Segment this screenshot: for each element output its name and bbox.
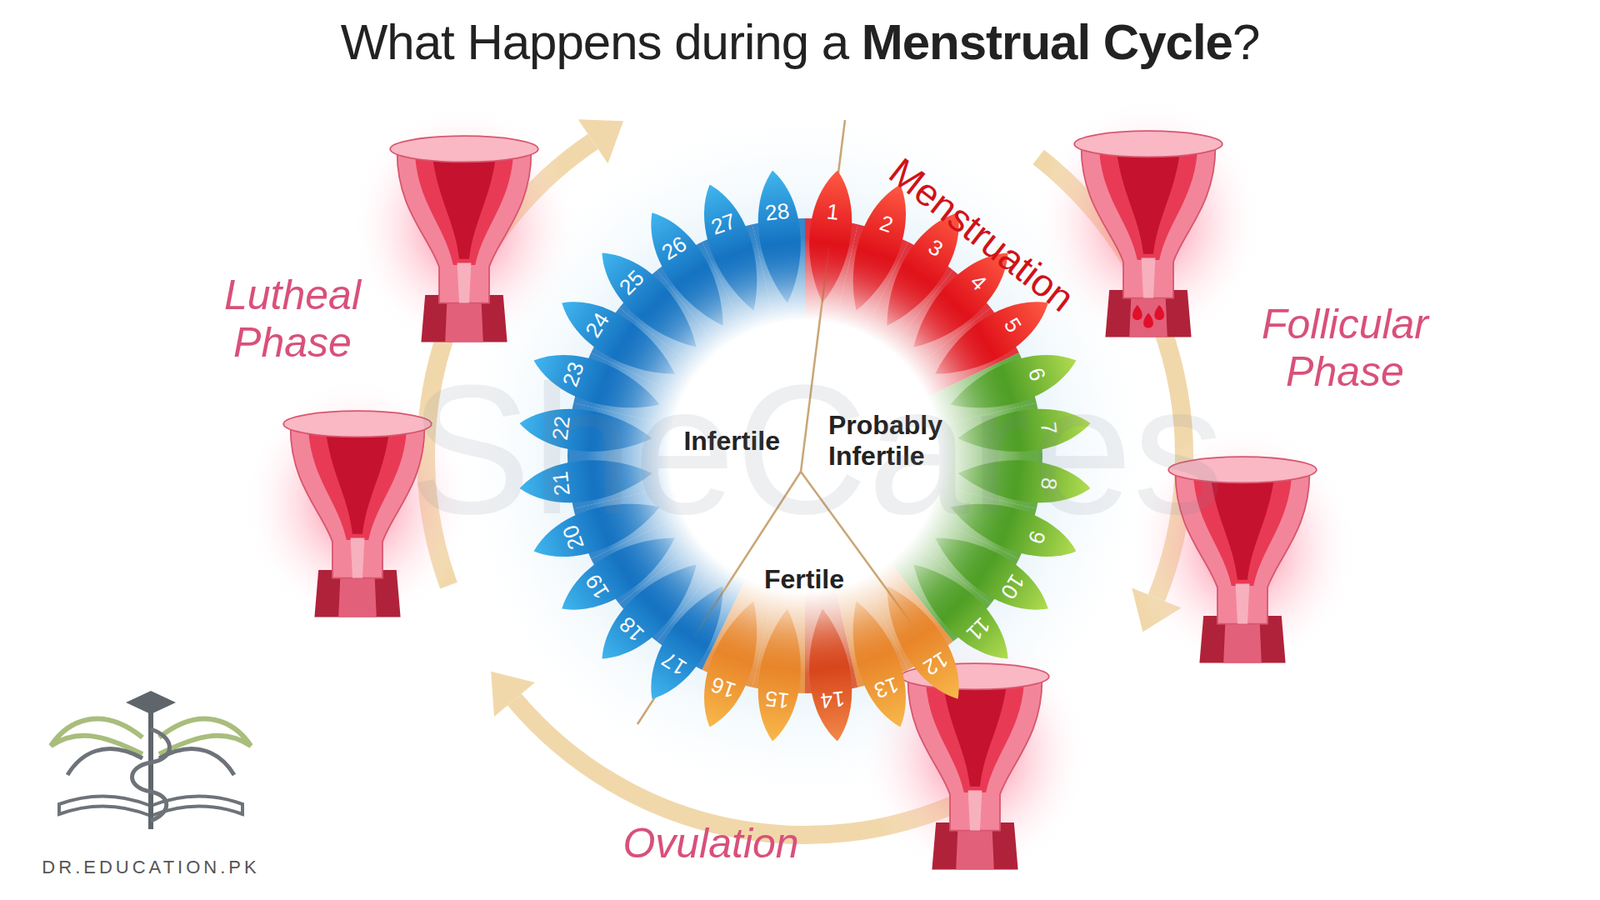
uterus-body (397, 153, 532, 304)
uterus-body (290, 428, 425, 579)
day-number: 15 (744, 685, 809, 745)
title: What Happens during a Menstrual Cycle? (0, 13, 1600, 71)
day-number: 1 (802, 166, 867, 226)
cervix-canal (350, 538, 365, 579)
uterus-cavity (1117, 155, 1180, 255)
petal-outline (801, 167, 858, 305)
arrow-head (490, 671, 535, 717)
uterus-lining (308, 431, 407, 540)
uterus-cavity (944, 688, 1006, 787)
title-part: ? (1232, 14, 1260, 70)
uterus-glow (1033, 96, 1264, 347)
blood-drop (1132, 305, 1143, 320)
cervix-canal (1235, 584, 1250, 625)
logo-snake (132, 729, 170, 821)
uterus-lining (925, 684, 1025, 793)
uterus-cavity (433, 160, 495, 260)
day-number: 14 (802, 685, 867, 745)
uterus-body (908, 680, 1043, 831)
uterus-lining (1099, 151, 1198, 260)
phase-label: Follicular Phase (1232, 300, 1458, 396)
arrow-head (578, 119, 624, 164)
phase-label: Ovulation (622, 820, 799, 868)
petal-outline (801, 606, 858, 745)
logo-cap (125, 690, 176, 715)
day-number: 28 (744, 166, 809, 226)
cervix-canal (1141, 258, 1156, 299)
uterus-glow (349, 101, 580, 352)
petal-outline (752, 167, 809, 305)
uterus-lining (415, 156, 514, 265)
logo-text: DR.EDUCATION.PK (41, 856, 260, 878)
petal-outline (752, 606, 809, 745)
phase-label: Lutheal Phase (188, 271, 397, 367)
uterus-body (1081, 148, 1216, 299)
watermark: SheCares (409, 345, 1225, 556)
uterus-fundus (390, 135, 539, 162)
blood-drop (1154, 305, 1165, 320)
title-bold: Menstrual Cycle (861, 14, 1233, 70)
uterus-cavity (326, 435, 389, 535)
fertility-label: Fertile (764, 564, 845, 595)
cervix-canal (457, 263, 472, 304)
uterus-fundus (1074, 130, 1223, 157)
title-part: What Happens during a (340, 14, 862, 70)
uterus-illustration (1033, 96, 1264, 347)
logo (50, 690, 251, 830)
blood-drop (1143, 313, 1154, 329)
cervix-canal (968, 790, 983, 831)
uterus-illustration (349, 101, 580, 352)
